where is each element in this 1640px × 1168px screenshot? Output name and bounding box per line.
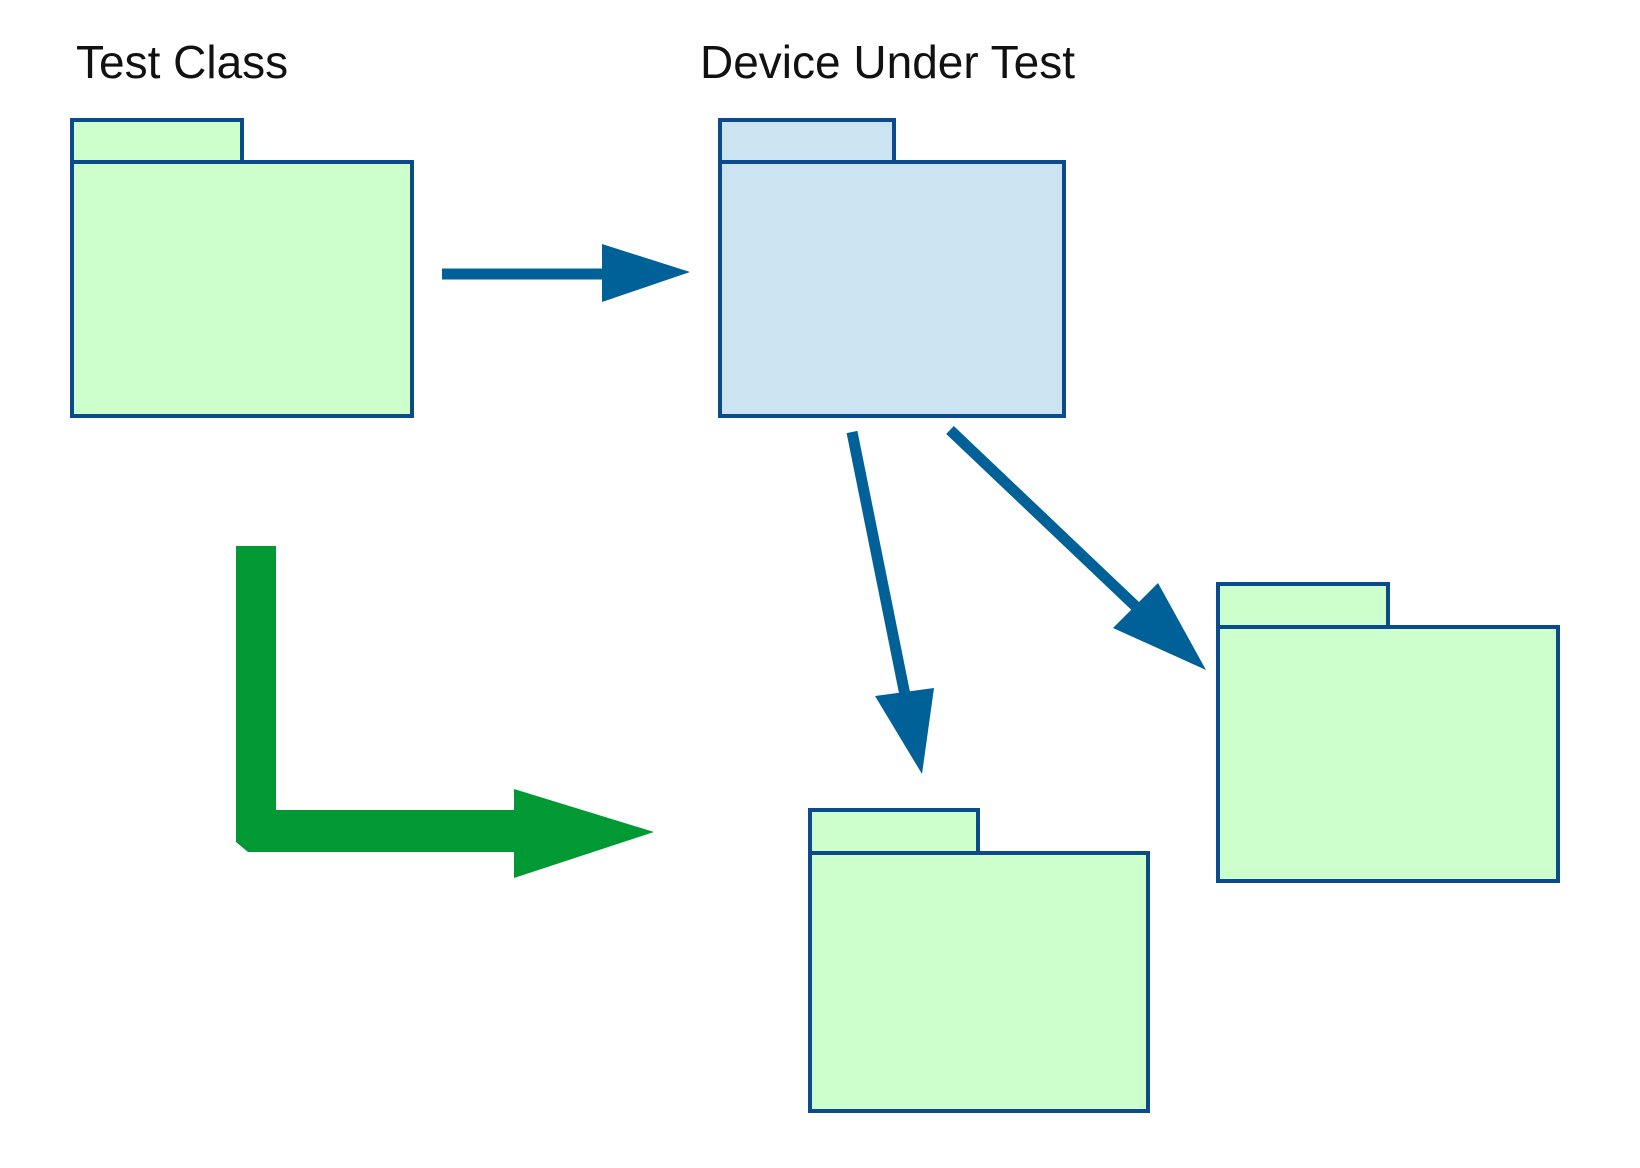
arrowhead-icon <box>1113 583 1206 670</box>
dut-to-bottom-arrow[interactable] <box>846 430 934 774</box>
package-body <box>1216 625 1560 883</box>
arrow-shaft <box>846 430 912 702</box>
package-tab <box>718 118 896 164</box>
dut-to-right-arrow[interactable] <box>946 426 1206 670</box>
test-to-dut-arrow[interactable] <box>442 244 690 302</box>
package-body <box>70 160 414 418</box>
arrow-shaft <box>946 426 1154 624</box>
package-tab <box>70 118 244 164</box>
green-flow-arrow[interactable] <box>236 546 654 878</box>
test-class-package[interactable] <box>70 118 414 418</box>
package-tab <box>808 808 980 855</box>
dependency-package-bottom[interactable] <box>808 808 1150 1113</box>
arrowhead-icon <box>602 244 690 302</box>
package-body <box>808 851 1150 1113</box>
test-class-label: Test Class <box>76 36 289 88</box>
arrowhead-icon <box>875 688 934 774</box>
package-body <box>718 160 1066 418</box>
device-under-test-label: Device Under Test <box>700 36 1075 88</box>
package-tab <box>1216 582 1390 629</box>
device-under-test-package[interactable] <box>718 118 1066 418</box>
arrowhead-icon <box>514 789 654 878</box>
arrow-shaft <box>236 546 520 852</box>
dependency-package-right[interactable] <box>1216 582 1560 883</box>
